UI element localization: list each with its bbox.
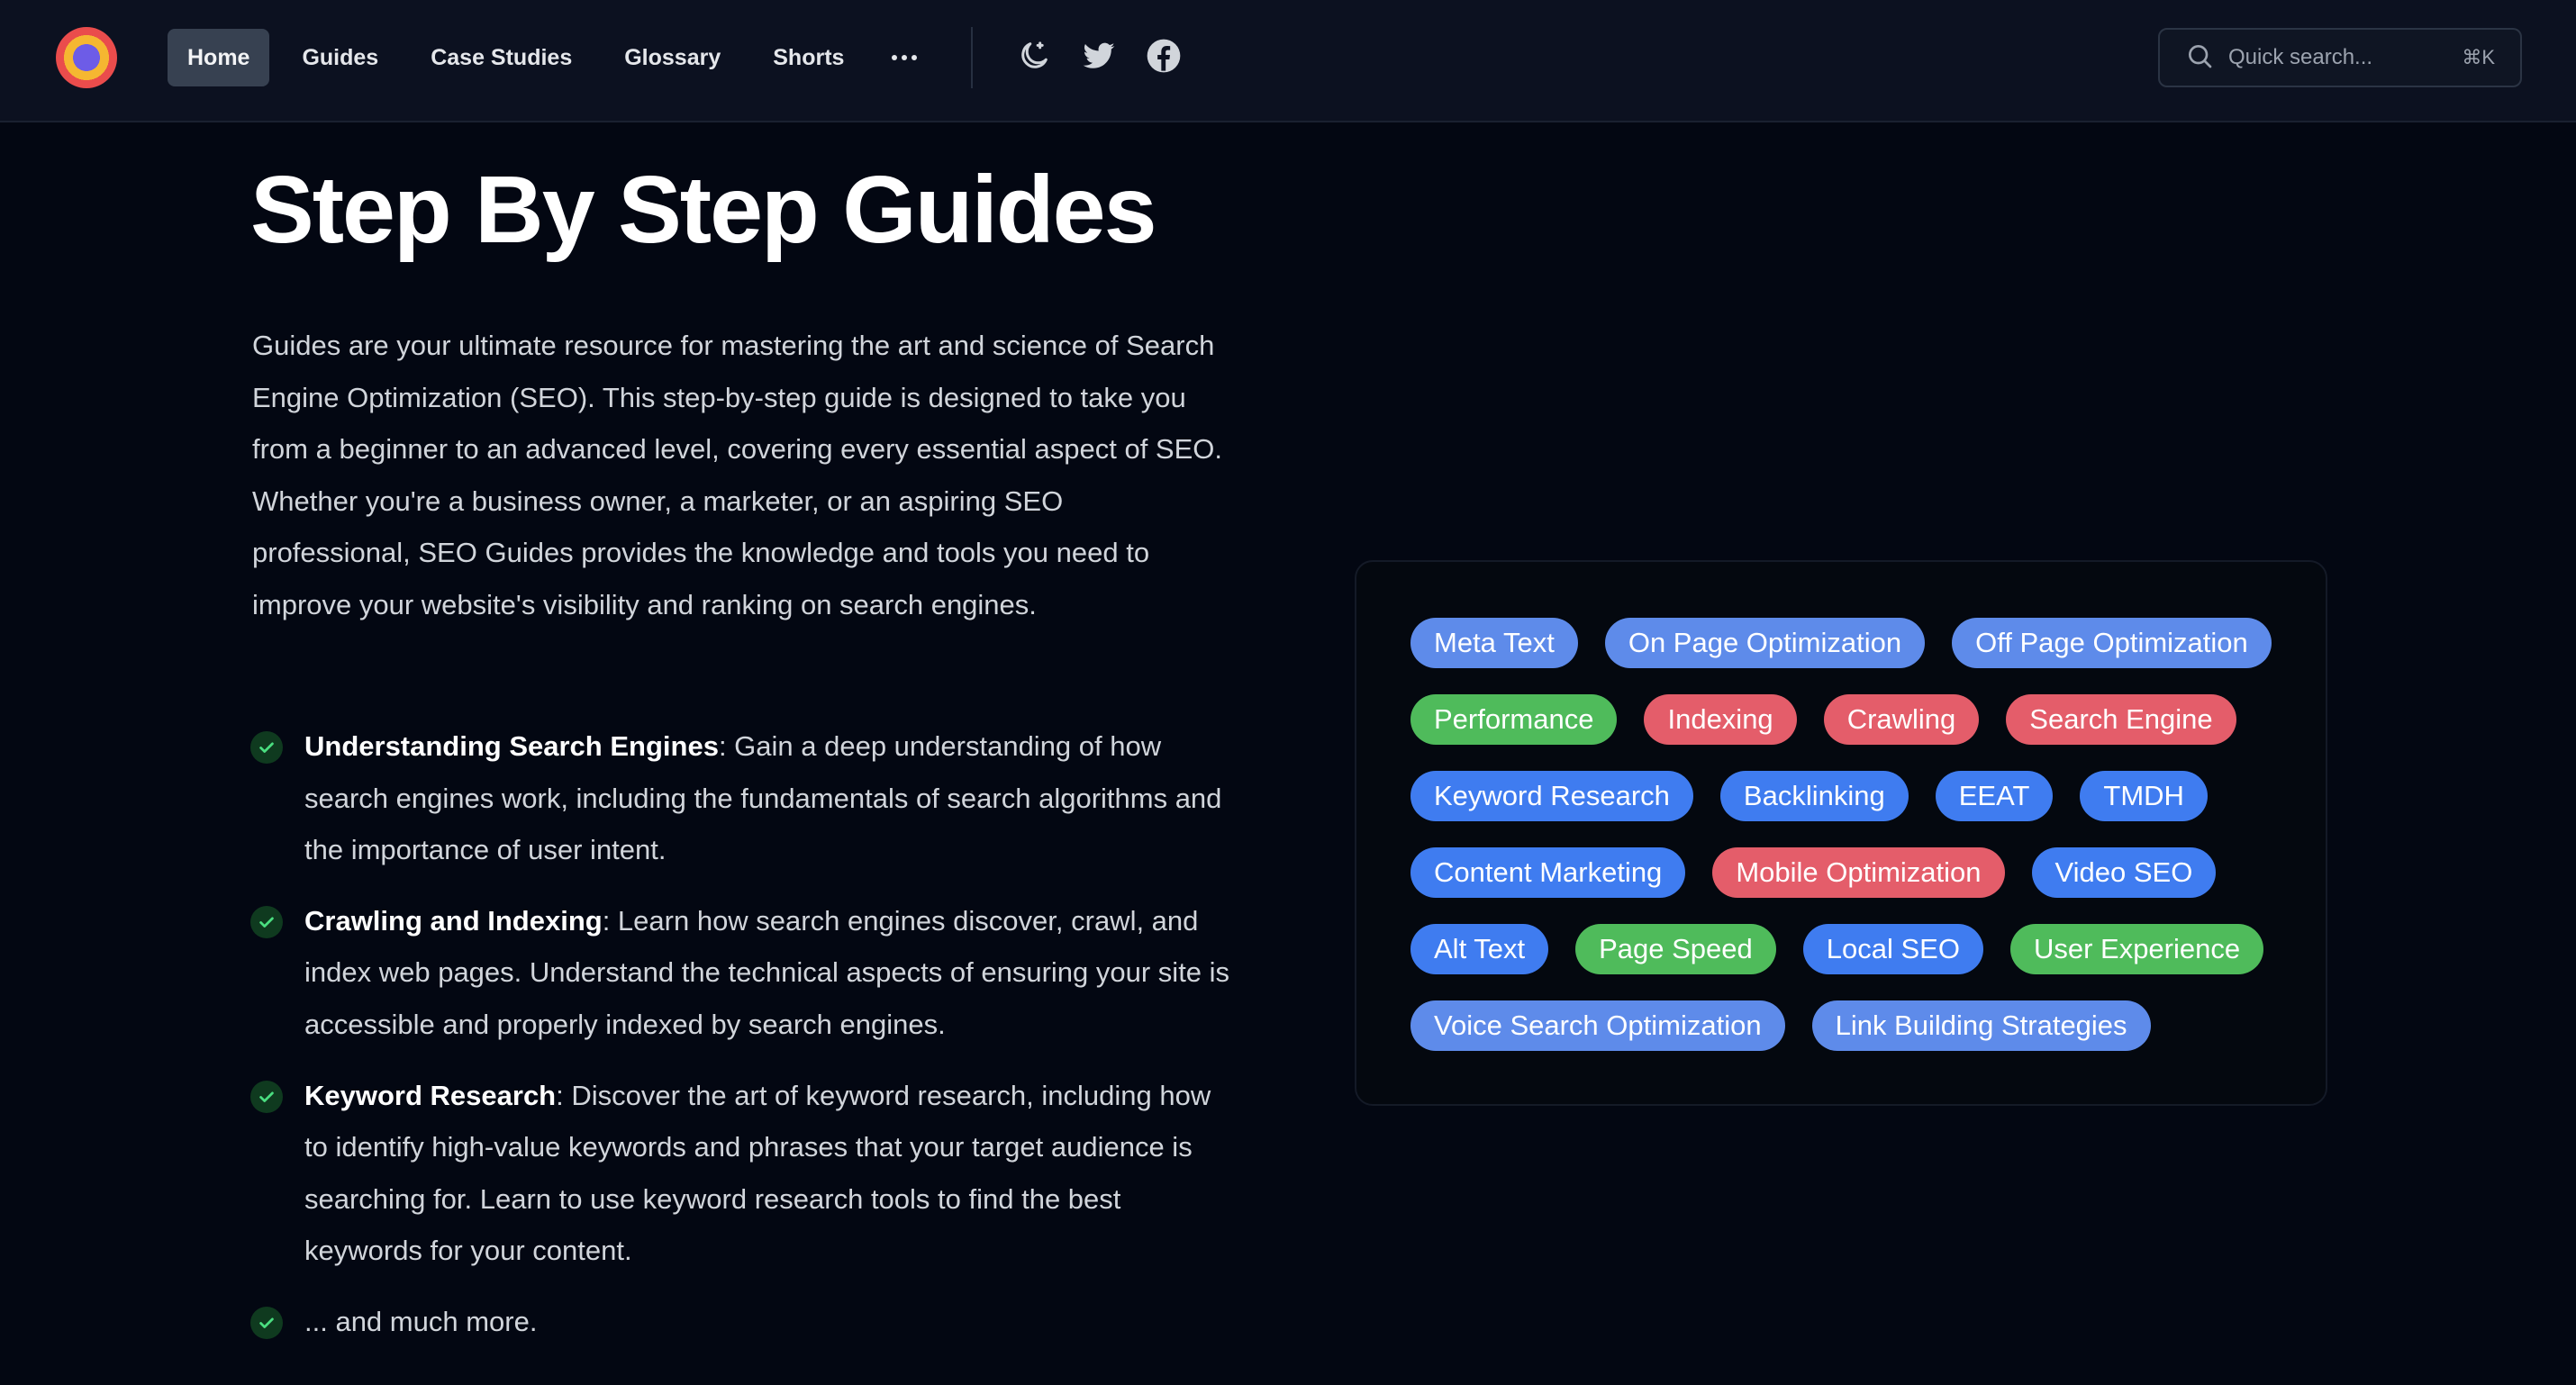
feature-item: Understanding Search Engines: Gain a dee… [250,720,1232,876]
tag-pill[interactable]: Link Building Strategies [1811,1000,2151,1051]
intro-paragraph: Guides are your ultimate resource for ma… [252,330,1222,620]
feature-text: : Learn how search engines discover, cra… [304,904,1230,1040]
moon-icon[interactable] [1014,36,1054,76]
twitter-icon[interactable] [1079,36,1119,76]
nav-item-glossary[interactable]: Glossary [624,44,721,70]
feature-title: Understanding Search Engines [304,730,719,762]
page-title: Step By Step Guides [250,157,1157,263]
more-icon[interactable] [876,29,932,86]
feature-item: Crawling and Indexing: Learn how search … [250,895,1232,1051]
feature-title: Keyword Research [304,1079,557,1111]
main-nav: Home Guides Case Studies Glossary Shorts [168,29,945,86]
nav-item-home[interactable]: Home [168,29,270,86]
tag-pill[interactable]: Video SEO [2031,847,2217,898]
tag-pill[interactable]: Keyword Research [1410,771,1693,821]
nav-divider [971,27,973,88]
tag-pill[interactable]: On Page Optimization [1604,618,1926,668]
tag-pill[interactable]: Page Speed [1575,924,1776,974]
feature-title: Crawling and Indexing [304,904,603,937]
tag-pill[interactable]: User Experience [2009,924,2264,974]
tag-pill[interactable]: Content Marketing [1410,847,1686,898]
tag-pill[interactable]: Mobile Optimization [1712,847,2005,898]
tag-pill[interactable]: Off Page Optimization [1952,618,2272,668]
tag-pill[interactable]: Alt Text [1410,924,1549,974]
tag-pill[interactable]: EEAT [1935,771,2054,821]
tag-pill[interactable]: Meta Text [1410,618,1578,668]
nav-item-case-studies[interactable]: Case Studies [431,44,573,70]
check-icon [250,1306,283,1339]
check-icon [250,731,283,764]
top-navbar: Home Guides Case Studies Glossary Shorts… [0,0,2576,122]
check-icon [250,905,283,938]
tag-pill[interactable]: TMDH [2080,771,2208,821]
tag-pill[interactable]: Performance [1410,694,1618,745]
facebook-icon[interactable] [1144,36,1184,76]
tag-cloud-card: Meta Text On Page Optimization Off Page Op… [1355,560,2327,1106]
tag-pill[interactable]: Voice Search Optimization [1410,1000,1785,1051]
nav-item-shorts[interactable]: Shorts [773,44,845,70]
feature-text: ... and much more. [304,1305,538,1337]
feature-text: : Discover the art of keyword research, … [304,1079,1211,1267]
feature-list: Understanding Search Engines: Gain a dee… [250,720,1232,1367]
tag-pill[interactable]: Local SEO [1802,924,1983,974]
site-logo[interactable] [56,27,117,88]
search-shortcut: ⌘K [2462,46,2495,68]
quick-search[interactable]: Quick search... ⌘K [2158,28,2522,87]
tag-pill[interactable]: Search Engine [2006,694,2236,745]
tag-pill[interactable]: Crawling [1823,694,1980,745]
nav-item-guides[interactable]: Guides [302,44,379,70]
tag-pill[interactable]: Indexing [1644,694,1797,745]
feature-item: ... and much more. [250,1296,1232,1348]
check-icon [250,1080,283,1113]
search-placeholder[interactable]: Quick search... [2228,45,2373,69]
feature-item: Keyword Research: Discover the art of ke… [250,1070,1232,1277]
search-icon [2185,41,2214,75]
tag-cloud: Meta Text On Page Optimization Off Page Op… [1410,618,2302,1077]
feature-text: : Gain a deep understanding of how searc… [304,730,1222,866]
tag-pill[interactable]: Backlinking [1719,771,1909,821]
